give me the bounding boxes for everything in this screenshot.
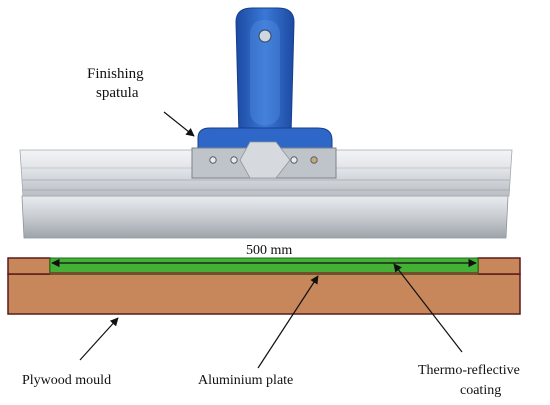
leader-arrows [79, 111, 463, 369]
coating-layer [49, 257, 479, 275]
label-aluminium: Aluminium plate [198, 373, 293, 388]
hang-hole-icon [258, 29, 272, 43]
label-coating-line2: coating [460, 383, 501, 398]
arrow-spatula [163, 111, 195, 137]
arrow-plywood [79, 317, 119, 361]
label-spatula-line2: spatula [96, 85, 139, 101]
rivet-icon [310, 156, 318, 164]
arrow-aluminium [257, 275, 319, 369]
label-dimension: 500 mm [246, 243, 292, 258]
rivet-icon [209, 156, 217, 164]
plywood-base [7, 273, 521, 315]
finishing-spatula [19, 7, 513, 239]
spatula-blade [21, 195, 509, 239]
label-coating-line1: Thermo-reflective [418, 363, 520, 378]
spatula-handle-grip [235, 7, 295, 136]
rivet-icon [290, 156, 298, 164]
mould-cross-section [7, 257, 521, 315]
label-plywood: Plywood mould [22, 373, 111, 388]
plywood-rim-right [477, 257, 521, 275]
rivet-icon [230, 156, 238, 164]
arrow-coating [393, 263, 463, 353]
plywood-rim-left [7, 257, 51, 275]
label-spatula-line1: Finishing [87, 66, 144, 82]
